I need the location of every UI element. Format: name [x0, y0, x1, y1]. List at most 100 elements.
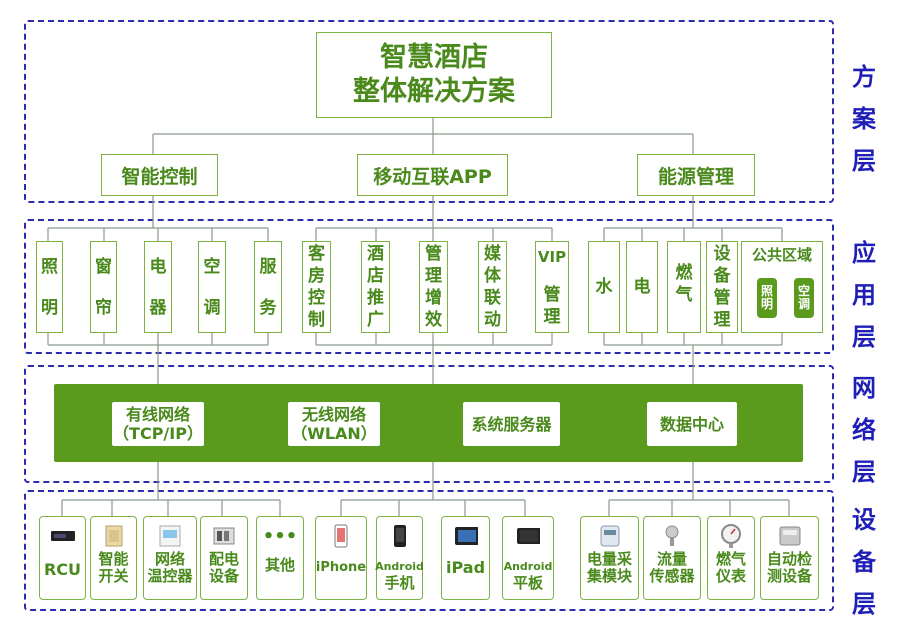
app-gas: 燃 气 — [667, 241, 701, 333]
device-layer-frame — [24, 490, 834, 611]
app-equipment-management: 设 备 管 理 — [706, 241, 738, 333]
android-phone-icon — [388, 525, 412, 547]
app-char: 体 — [484, 266, 501, 286]
network-label: 系统服务器 — [471, 414, 552, 434]
app-curtain: 窗 帘 — [90, 241, 117, 333]
pill-char: 照 — [760, 284, 773, 298]
device-label: iPad — [445, 558, 486, 577]
category-label: 能源管理 — [657, 165, 734, 188]
layer-label-text: 方案层 — [852, 63, 876, 175]
app-char: 客 — [308, 244, 325, 264]
app-media-linkage: 媒 体 联 动 — [478, 241, 507, 333]
device-gas-meter: 燃气仪表 — [707, 516, 755, 600]
app-room-control: 客 房 控 制 — [302, 241, 331, 333]
app-air-conditioning: 空 调 — [198, 241, 226, 333]
app-char: 备 — [713, 266, 731, 286]
app-appliance: 电 器 — [144, 241, 172, 333]
app-char: 管 — [713, 288, 731, 308]
app-char: 房 — [308, 266, 325, 286]
device-label: 流量传感器 — [649, 550, 695, 585]
layer-label-text: 应用层 — [852, 239, 876, 351]
network-wired: 有线网络 （TCP/IP） — [112, 402, 204, 446]
category-label: 智能控制 — [121, 165, 198, 188]
app-char: 理 — [713, 310, 731, 330]
device-smart-switch: 智能开关 — [90, 516, 137, 600]
network-label: 数据中心 — [659, 414, 724, 434]
app-char: 务 — [259, 297, 277, 318]
app-lighting: 照 明 — [36, 241, 63, 333]
app-char: 酒 — [367, 244, 384, 264]
device-flow-sensor: 流量传感器 — [643, 516, 701, 600]
device-label: 电量采集模块 — [586, 550, 632, 585]
network-sublabel: （TCP/IP） — [113, 424, 203, 443]
thermostat-icon — [158, 525, 182, 547]
app-public-area: 公共区域 — [741, 241, 823, 333]
app-char: 服 — [259, 256, 277, 277]
app-char: 媒 — [484, 244, 501, 264]
pill-char: 调 — [797, 297, 810, 311]
app-char: VIP — [537, 248, 567, 266]
category-energy-management: 能源管理 — [637, 154, 755, 196]
device-label: iPhone — [315, 560, 367, 575]
device-label: 智能开关 — [98, 550, 129, 585]
app-char: 效 — [425, 310, 442, 330]
gas-gauge-icon — [719, 524, 743, 548]
app-char: 制 — [308, 310, 325, 330]
app-char: 增 — [425, 288, 442, 308]
category-mobile-app: 移动互联APP — [357, 154, 508, 196]
layer-label-text: 设备层 — [852, 506, 876, 618]
smart-switch-icon — [102, 525, 126, 547]
app-char: 管 — [425, 244, 442, 264]
app-char: 窗 — [95, 256, 112, 277]
network-label: 无线网络 — [301, 405, 366, 424]
solution-layer-frame — [24, 20, 834, 203]
ellipsis-icon: ••• — [262, 525, 298, 547]
android-tablet-icon — [516, 525, 540, 547]
power-distribution-icon — [212, 525, 236, 547]
network-layer-frame — [24, 365, 834, 483]
auto-detector-icon — [778, 525, 802, 547]
network-wireless: 无线网络 （WLAN） — [288, 402, 380, 446]
pill-char: 明 — [760, 297, 773, 311]
device-label: 配电设备 — [208, 550, 239, 585]
app-management-efficiency: 管 理 增 效 — [419, 241, 448, 333]
app-char-group: 管 理 — [544, 284, 561, 328]
app-char: 电 — [149, 256, 167, 277]
app-char: 气 — [675, 285, 693, 305]
power-meter-icon — [598, 525, 622, 547]
layer-label-network: 网络层 — [848, 371, 880, 497]
app-char: 照 — [41, 256, 58, 277]
device-ipad: iPad — [441, 516, 490, 600]
app-char: 联 — [484, 288, 501, 308]
public-lighting-pill: 照 明 — [757, 278, 777, 318]
iphone-icon — [329, 524, 353, 548]
device-auto-detector: 自动检测设备 — [760, 516, 819, 600]
app-water: 水 — [588, 241, 620, 333]
device-iphone: iPhone — [315, 516, 367, 600]
layer-label-application: 应用层 — [848, 236, 880, 362]
layer-label-text: 网络层 — [852, 374, 876, 486]
category-smart-control: 智能控制 — [101, 154, 218, 196]
app-vip-management: VIP 管 理 — [535, 241, 569, 333]
network-system-server: 系统服务器 — [463, 402, 560, 446]
app-char: 理 — [543, 307, 561, 327]
network-data-center: 数据中心 — [647, 402, 737, 446]
app-char: 水 — [595, 277, 613, 297]
device-other: ••• 其他 — [256, 516, 304, 600]
device-label: RCU — [43, 560, 82, 579]
app-char: 管 — [543, 285, 561, 305]
layer-label-solution: 方案层 — [848, 60, 880, 186]
app-char: 帘 — [95, 297, 112, 318]
flow-sensor-icon — [660, 525, 684, 547]
device-network-thermostat: 网络温控器 — [143, 516, 197, 600]
network-label: 有线网络 — [125, 405, 190, 424]
app-hotel-promotion: 酒 店 推 广 — [361, 241, 390, 333]
solution-title-line1: 智慧酒店 — [380, 42, 488, 73]
pill-char: 空 — [797, 284, 810, 298]
app-char: 控 — [308, 288, 325, 308]
app-char: 理 — [425, 266, 442, 286]
